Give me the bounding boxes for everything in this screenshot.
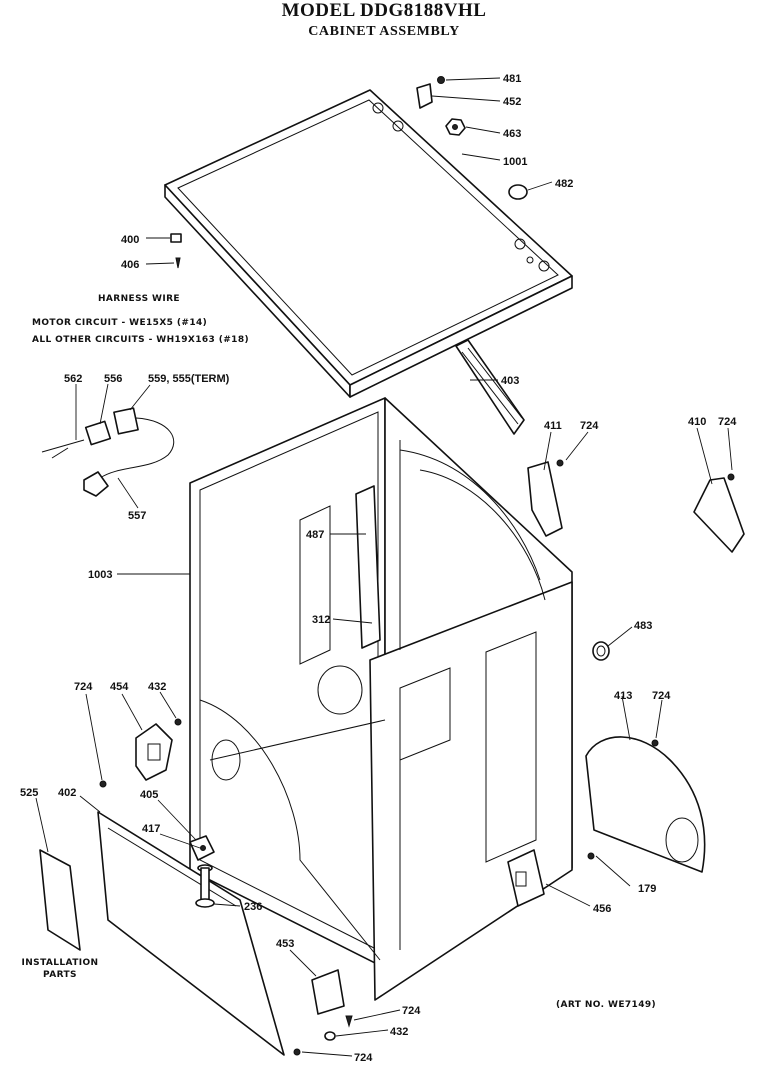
label-483: 483 xyxy=(634,620,652,632)
label-417: 417 xyxy=(142,823,160,835)
label-312: 312 xyxy=(312,614,330,626)
installation-parts-caption-line1: INSTALLATION xyxy=(21,958,99,968)
screw-724c xyxy=(99,780,107,788)
label-432-b: 432 xyxy=(390,1026,408,1038)
label-456: 456 xyxy=(593,903,611,915)
cover-410 xyxy=(693,477,745,553)
label-411: 411 xyxy=(544,420,562,432)
label-557: 557 xyxy=(128,510,146,522)
label-410: 410 xyxy=(688,416,706,428)
screw-724d xyxy=(651,739,659,747)
label-432-a: 432 xyxy=(148,681,166,693)
label-179: 179 xyxy=(638,883,656,895)
label-406: 406 xyxy=(121,259,139,271)
label-454: 454 xyxy=(110,681,129,693)
art-number: (ART NO. WE7149) xyxy=(556,1000,657,1010)
screw-432a xyxy=(174,718,182,726)
label-724-c: 724 xyxy=(74,681,93,693)
label-724-e: 724 xyxy=(402,1005,421,1017)
label-724-d: 724 xyxy=(652,690,671,702)
label-559-555: 559, 555(TERM) xyxy=(148,373,230,385)
assembly-subtitle: CABINET ASSEMBLY xyxy=(308,24,460,39)
label-556: 556 xyxy=(104,373,122,385)
nut-463 xyxy=(445,118,466,136)
screw-724a xyxy=(556,459,564,467)
top-panel-1001 xyxy=(164,89,573,398)
label-487: 487 xyxy=(306,529,324,541)
screw-417 xyxy=(200,845,206,851)
harness-wire-heading: HARNESS WIRE xyxy=(98,294,180,304)
harness-motor-circuit: MOTOR CIRCUIT - WE15X5 (#14) xyxy=(32,318,208,328)
screw-724b xyxy=(727,473,735,481)
label-463: 463 xyxy=(503,128,521,140)
label-482: 482 xyxy=(555,178,573,190)
label-452: 452 xyxy=(503,96,521,108)
label-453: 453 xyxy=(276,938,294,950)
clip-400 xyxy=(170,233,182,243)
installation-parts-caption-line2: PARTS xyxy=(43,970,77,980)
harness-other-circuits: ALL OTHER CIRCUITS - WH19X163 (#18) xyxy=(32,335,250,345)
leg-236 xyxy=(195,864,215,908)
label-236: 236 xyxy=(244,901,262,913)
label-562: 562 xyxy=(64,373,82,385)
label-525: 525 xyxy=(20,787,38,799)
screw-406 xyxy=(175,257,181,269)
door-switch-456 xyxy=(507,849,545,907)
strap-403 xyxy=(455,339,525,435)
screw-481 xyxy=(437,76,445,84)
installation-envelope-525 xyxy=(39,849,81,951)
plug-482 xyxy=(508,184,528,200)
label-724-b: 724 xyxy=(718,416,737,428)
label-1001: 1001 xyxy=(503,156,527,168)
label-724-f: 724 xyxy=(354,1052,373,1064)
hinge-bracket-452 xyxy=(416,83,433,109)
switch-454 xyxy=(135,723,173,781)
label-724-a: 724 xyxy=(580,420,599,432)
label-413: 413 xyxy=(614,690,632,702)
screw-724f xyxy=(293,1048,301,1056)
access-panel-413 xyxy=(585,736,706,873)
grommet-483 xyxy=(592,641,610,661)
screw-724e xyxy=(345,1015,353,1028)
washer-432b xyxy=(324,1031,336,1041)
label-403: 403 xyxy=(501,375,519,387)
leader-lines xyxy=(35,77,733,1057)
label-405: 405 xyxy=(140,789,158,801)
part-number-labels: 481 452 463 1001 482 400 406 562 556 559… xyxy=(20,73,737,1064)
label-1003: 1003 xyxy=(88,569,112,581)
bracket-411 xyxy=(527,461,563,537)
label-402: 402 xyxy=(58,787,76,799)
label-481: 481 xyxy=(503,73,521,85)
screw-179 xyxy=(587,852,595,860)
block-453 xyxy=(311,969,345,1015)
rear-strip-487 xyxy=(355,485,381,649)
harness-wire-set xyxy=(41,407,175,497)
label-400: 400 xyxy=(121,234,139,246)
model-title: MODEL DDG8188VHL xyxy=(281,0,487,21)
toe-panel-402 xyxy=(97,811,285,1056)
